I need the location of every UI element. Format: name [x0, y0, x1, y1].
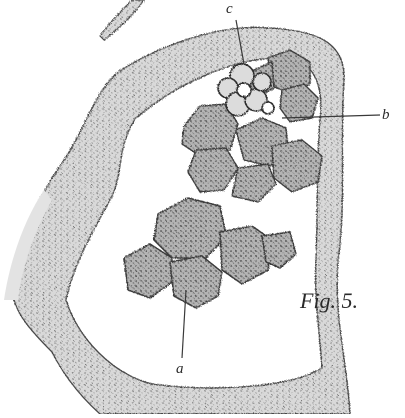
cell	[280, 84, 318, 122]
upper-wall-fragment	[100, 0, 144, 40]
cell	[272, 140, 322, 192]
cell	[154, 198, 226, 258]
cell	[262, 232, 296, 268]
cell	[188, 148, 238, 192]
cell	[232, 164, 276, 202]
label-b: b	[382, 108, 390, 123]
label-a: a	[176, 362, 184, 377]
lower-cell-cluster	[124, 198, 296, 308]
figure-caption: Fig. 5.	[300, 290, 358, 312]
cell	[124, 244, 172, 298]
label-c: c	[226, 2, 233, 17]
cell	[170, 256, 222, 308]
